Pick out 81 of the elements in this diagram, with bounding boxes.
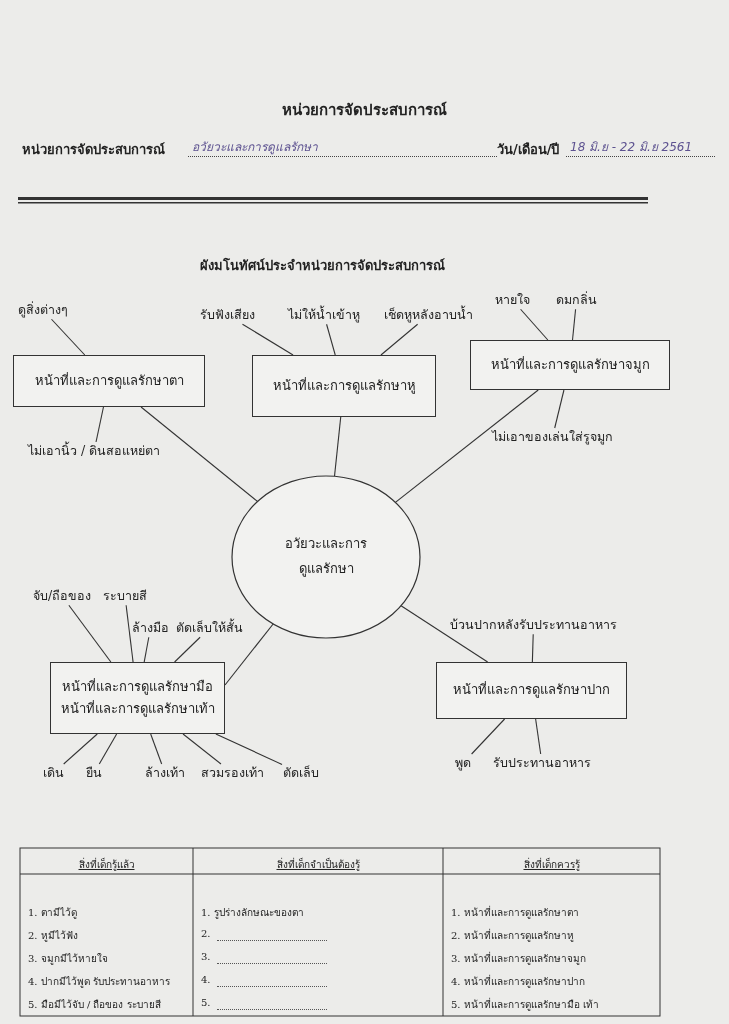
box-text: หน้าที่และการดูแลรักษาปาก (453, 680, 610, 700)
branch-text: ดมกลิ่น (556, 292, 597, 309)
table-text: 3. หน้าที่และการดูแลรักษาจมูก (451, 951, 586, 966)
connector-line (241, 323, 294, 356)
table-text: 4. (201, 974, 211, 985)
concept-box (470, 340, 670, 390)
handwritten-entry: อวัยวะและการดูแลรักษา (188, 137, 497, 157)
branch-text: ไม่เอานิ้ว / ดินสอแหย่ตา (28, 443, 161, 460)
table-text: 2. (201, 928, 211, 939)
box-text: หน้าที่และการดูแลรักษาเท้า (60, 699, 215, 719)
connector-line (531, 633, 534, 663)
diagram-subtitle: ผังมโนทัศน์ประจำหน่วยการจัดประสบการณ์ (200, 258, 445, 275)
branch-text: ระบายสี (103, 588, 147, 605)
connector-line (63, 733, 98, 765)
branch-text: สวมรองเท้า (201, 765, 264, 782)
branch-text: บ้วนปากหลังรับประทานอาหาร (450, 617, 617, 634)
branch-text: ยืน (86, 765, 102, 782)
table-text: 5. (201, 997, 211, 1008)
table-text: 3. จมูกมีไว้หายใจ (28, 952, 108, 966)
connector-line (224, 623, 274, 686)
form-label: วัน/เดือน/ปี (497, 142, 560, 159)
table-text: 1. รูปร่างลักษณะของตา (201, 906, 304, 920)
branch-text: ล้างเท้า (145, 765, 185, 782)
column-header: สิ่งที่เด็กรู้แล้ว (77, 857, 136, 872)
box-text: หน้าที่และการดูแลรักษาจมูก (490, 355, 650, 375)
connector-line (571, 308, 577, 341)
concept-box (13, 355, 205, 407)
table-text: 1. หน้าที่และการดูแลรักษาตา (451, 905, 579, 920)
connector-line (400, 605, 489, 663)
connector-line (326, 323, 336, 356)
handwritten-entry: 18 มิ.ย - 22 มิ.ย 2561 (566, 137, 715, 157)
box-text: หน้าที่และการดูแลรักษาหู (272, 376, 416, 396)
branch-text: พูด (455, 755, 471, 772)
connector-line (50, 318, 86, 356)
branch-text: ไม่เอาของเล่นใส่รูจมูก (492, 429, 613, 446)
table-text: 4. หน้าที่และการดูแลรักษาปาก (451, 974, 585, 989)
connector-line (182, 733, 222, 765)
branch-text: รับฟังเสียง (200, 307, 255, 324)
connector-line (471, 718, 506, 755)
table-text: 3. (201, 951, 211, 962)
branch-text: หายใจ (495, 292, 530, 309)
branch-text: เช็ดหูหลังอาบน้ำ (384, 307, 473, 324)
connector-line (333, 416, 342, 477)
table-text: 2. หูมีไว้ฟัง (28, 929, 78, 943)
column-header: สิ่งที่เด็กควรรู้ (522, 857, 581, 872)
connector-line (95, 406, 104, 443)
table-text: 1. ตามีไว้ดู (28, 906, 77, 920)
connector-line (554, 389, 565, 429)
concept-box (50, 662, 225, 734)
branch-text: ดูสิ่งต่างๆ (18, 302, 68, 319)
connector-line (68, 604, 112, 663)
table-text: 2. หน้าที่และการดูแลรักษาหู (451, 928, 574, 943)
concept-box (252, 355, 436, 417)
branch-text: ล้างมือ (132, 620, 169, 637)
column-header: สิ่งที่เด็กจำเป็นต้องรู้ (275, 857, 361, 872)
table-text: 5. มือมีไว้จับ / ถือของ ระบายสี (28, 998, 161, 1012)
box-text: หน้าที่และการดูแลรักษามือ (62, 677, 213, 697)
connector-line (215, 733, 283, 765)
connector-line (394, 389, 539, 503)
branch-text: ตัดเล็บ (283, 765, 319, 782)
branch-text: เดิน (43, 765, 64, 782)
connector-line (143, 636, 150, 663)
connector-line (140, 406, 259, 503)
branch-text: ไม่ให้น้ำเข้าหู (288, 307, 360, 324)
branch-text: รับประทานอาหาร (493, 755, 591, 772)
table-text: 4. ปากมีไว้พูด รับประทานอาหาร (28, 975, 170, 989)
connector-line (535, 718, 542, 755)
connector-line (150, 733, 163, 765)
branch-text: ตัดเล็บให้สั้น (176, 620, 243, 637)
connector-line (125, 604, 134, 663)
topic-text: อวัยวะและการดูแลรักษา (284, 535, 368, 579)
connector-line (380, 323, 419, 356)
form-label: หน่วยการจัดประสบการณ์ (22, 142, 165, 159)
connector-line (174, 636, 201, 663)
box-text: หน้าที่และการดูแลรักษาตา (34, 371, 184, 391)
connector-line (520, 308, 549, 341)
branch-text: จับ/ถือของ (33, 588, 92, 605)
table-text: 5. หน้าที่และการดูแลรักษามือ เท้า (451, 997, 599, 1012)
page-title: หน่วยการจัดประสบการณ์ (281, 100, 448, 121)
concept-box (436, 662, 627, 719)
connector-line (98, 733, 118, 765)
